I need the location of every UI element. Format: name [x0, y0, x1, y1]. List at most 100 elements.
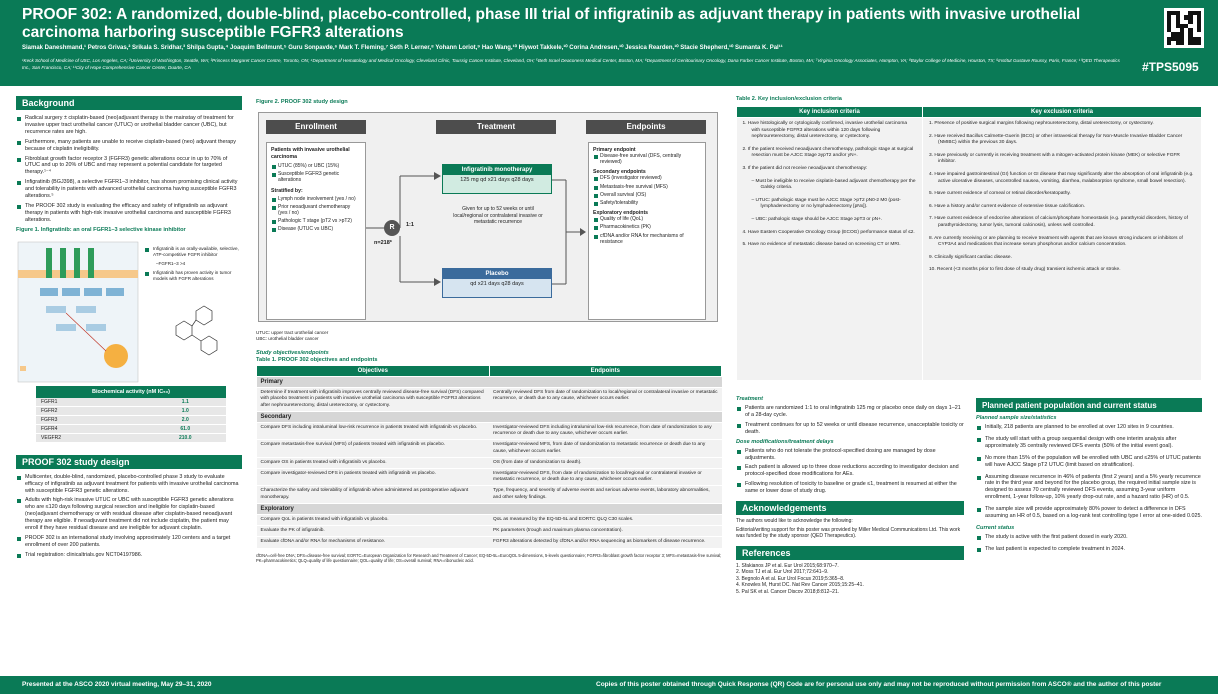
ack-heading: Acknowledgements [736, 501, 964, 516]
bio-target: FGFR1 [36, 397, 145, 407]
footer-left: Presented at the ASCO 2020 virtual meeti… [22, 681, 212, 688]
table1-section: Study objectives/endpoints Table 1. PROO… [256, 350, 722, 563]
status-bullet: The last patient is expected to complete… [976, 546, 1202, 553]
poster-title: PROOF 302: A randomized, double-blind, p… [22, 6, 1081, 41]
table2-title: Table 2. Key inclusion/exclusion criteri… [736, 96, 842, 102]
treatment-bullet: Patients are randomized 1:1 to oral infi… [736, 405, 964, 419]
stratified-label: Stratified by: [271, 187, 303, 194]
endpoints-col-header: Endpoints [488, 365, 722, 377]
endpoint-cell: Investigator-reviewed DFS including intr… [489, 422, 722, 441]
objective-row: Evaluate the PK of infigratinib.PK param… [256, 525, 722, 538]
objective-row: Primary [256, 376, 722, 389]
bio-target: FGFR4 [36, 424, 145, 434]
abbr-ubc: UBC: urothelial bladder cancer [256, 335, 319, 341]
exploratory-endpoint-label: Exploratory endpoints [593, 210, 649, 217]
stratification-item: Lymph node involvement (yes / no) [271, 196, 361, 202]
primary-endpoint-item: Disease-free survival (DFS, centrally re… [593, 153, 701, 165]
endpoint-cell: PK parameters (trough and maximum plasma… [489, 525, 722, 538]
figure1-notes: Infigratinib is an orally-available, sel… [144, 246, 240, 285]
figure1-note: Infigratinib is an orally-available, sel… [144, 246, 240, 258]
background-heading: Background [16, 96, 242, 110]
objective-cell: Evaluate the PK of infigratinib. [256, 525, 489, 538]
background-list: Radical surgery ± cisplatin-based (neo)a… [16, 115, 242, 224]
stratification-item: Prior neoadjuvant chemotherapy (yes / no… [271, 204, 361, 216]
inclusion-header: Key inclusion criteria [736, 106, 923, 118]
background-bullet: Furthermore, many patients are unable to… [16, 139, 242, 153]
figure1-note: –FGFR1–3 >4 [156, 260, 186, 266]
exclusion-item: 10. Recent (<3 months prior to first dos… [929, 267, 1121, 273]
endpoint-cell: FGFR3 alterations detected by cfDNA and/… [489, 536, 722, 549]
status-bullet: The study is active with the first patie… [976, 534, 1202, 541]
bio-target: FGFR3 [36, 415, 145, 425]
exclusion-item: 3. Have previously or currently is recei… [929, 152, 1180, 165]
figure1-note: Infigratinib has proven activity in tumo… [144, 270, 240, 282]
planned-bullet: The study will start with a group sequen… [976, 436, 1202, 450]
planned-bullet: The sample size will provide approximate… [976, 506, 1202, 520]
endpoint-cell: Investigator-reviewed DFS, from date of … [489, 468, 722, 487]
inclusion-item: 3. If the patient did not receive neoadj… [742, 165, 868, 171]
endpoints-box: Primary endpoint Disease-free survival (… [588, 142, 706, 320]
objective-category: Exploratory [256, 503, 722, 516]
exclusion-item: 4. Have impaired gastrointestinal (GI) f… [929, 171, 1194, 184]
background-bullet: Fibroblast growth factor receptor 3 (FGF… [16, 156, 242, 177]
enrollment-item: UTUC (85%) or UBC (15%) [271, 163, 361, 170]
enrollment-head: Patients with invasive urothelial carcin… [271, 147, 350, 160]
background-bullet: Infigratinib (BGJ398), a selective FGFR1… [16, 179, 242, 200]
objective-row: Evaluate cfDNA and/or RNA for mechanisms… [256, 536, 722, 549]
reference-item: 1. Sfakianos JP et al. Eur Urol 2015;68:… [736, 562, 839, 569]
reference-item: 2. Moss TJ et al. Eur Urol 2017;72:641–9… [736, 569, 829, 576]
objective-cell: Compare OS in patients treated with infi… [256, 457, 489, 470]
exploratory-endpoint-item: Pharmacokinetics (PK) [593, 224, 701, 231]
endpoint-cell: Investigator-reviewed MFS, from date of … [489, 439, 722, 458]
dose-mod-bullet: Following resolution of toxicity to base… [736, 481, 964, 495]
planned-bullet: No more than 15% of the population will … [976, 455, 1202, 469]
inclusion-item: – Must be ineligible to receive cisplati… [751, 178, 916, 191]
endpoints-header: Endpoints [586, 120, 706, 134]
exploratory-endpoint-item: cfDNA and/or RNA for mechanisms of resis… [593, 233, 701, 245]
endpoint-cell: Centrally reviewed DFS from date of rand… [489, 387, 722, 412]
design-bullet: Adults with high-risk invasive UTUC or U… [16, 497, 242, 532]
enrollment-box: Patients with invasive urothelial carcin… [266, 142, 366, 320]
objective-row: Secondary [256, 411, 722, 424]
arm2-label: Placebo [443, 269, 551, 279]
background-bullet: The PROOF 302 study is evaluating the ef… [16, 203, 242, 224]
objective-row: Characterize the safety and tolerability… [256, 485, 722, 504]
bio-target: VEGFR2 [36, 433, 145, 443]
reference-item: 4. Knowles M, Hurst DC. Nat Rev Cancer 2… [736, 582, 864, 589]
treatment-column: Treatment Patients are randomized 1:1 to… [736, 396, 964, 596]
secondary-endpoint-item: Overall survival (OS) [593, 192, 701, 199]
objective-category: Secondary [256, 411, 722, 424]
design-heading: PROOF 302 study design [16, 454, 242, 469]
reference-item: 5. Pal SK et al. Cancer Discov 2018;8:81… [736, 589, 840, 596]
table2-section: Table 2. Key inclusion/exclusion criteri… [736, 96, 1202, 380]
bio-value: 1.1 [144, 397, 226, 407]
objective-cell: Compare DFS including intraluminal low-r… [256, 422, 489, 441]
exclusion-item: 2. Have received Bacillus Calmette-Gueri… [929, 133, 1183, 146]
exclusion-item: 1. Presence of positive surgical margins… [929, 121, 1154, 126]
design-bullet: PROOF 302 is an international study invo… [16, 535, 242, 549]
qr-code-icon[interactable] [1164, 8, 1204, 48]
objective-category: Primary [256, 376, 722, 389]
figure2: Figure 2. PROOF 302 study design Enrollm… [256, 96, 722, 346]
ratio-label: 1:1 [406, 222, 414, 228]
treatment-heading: Treatment [736, 396, 763, 402]
randomization-circle: R [384, 220, 400, 236]
objective-row: Compare OS in patients treated with infi… [256, 457, 722, 470]
exclusion-item: 6. Have a history and/or current evidenc… [929, 203, 1085, 209]
bio-value: 210.0 [144, 433, 226, 443]
ack-line: Editorial/writing support for this poste… [736, 527, 961, 540]
dose-mod-heading: Dose modifications/treatment delays [736, 438, 834, 445]
planned-bullet: Assuming disease recurrence in 46% of pa… [976, 474, 1202, 502]
arm1-label: Infigratinib monotherapy [443, 165, 551, 175]
authors: Siamak Daneshmand,¹ Petros Grivas,² Srik… [22, 45, 783, 51]
dose-mod-bullet: Patients who do not tolerate the protoco… [736, 448, 964, 462]
endpoint-arrows [552, 179, 586, 285]
enrollment-item: Susceptible FGFR3 genetic alterations [271, 171, 361, 183]
figure1: Infigratinib is an orally-available, sel… [16, 236, 242, 386]
objective-row: Compare DFS including intraluminal low-r… [256, 422, 722, 441]
